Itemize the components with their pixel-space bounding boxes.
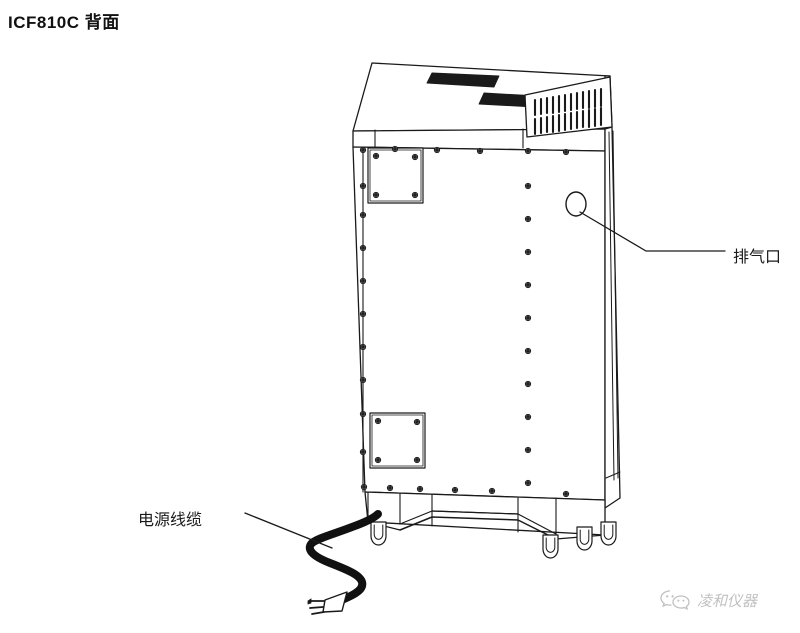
upper-access-panel	[367, 147, 424, 204]
cabinet-right-side-panel	[604, 126, 621, 509]
watermark: 凌和仪器	[660, 583, 798, 617]
cabinet-base-plinth	[364, 491, 606, 540]
lower-access-panel	[369, 412, 426, 469]
side-louver-grille	[533, 87, 603, 136]
power-cable-leader-line	[244, 512, 333, 549]
callout-label-power-cable: 电源线缆	[138, 512, 203, 529]
callout-label-exhaust-port: 排气口	[733, 249, 782, 266]
exhaust-port-marker	[565, 191, 587, 217]
watermark-text: 凌和仪器	[697, 592, 758, 610]
power-plug	[307, 591, 348, 615]
exhaust-port-leader-line	[579, 211, 726, 252]
wechat-icon	[660, 590, 690, 610]
power-cable	[305, 510, 382, 603]
cabinet-body	[352, 62, 621, 559]
page-title: ICF810C 背面	[8, 13, 120, 32]
